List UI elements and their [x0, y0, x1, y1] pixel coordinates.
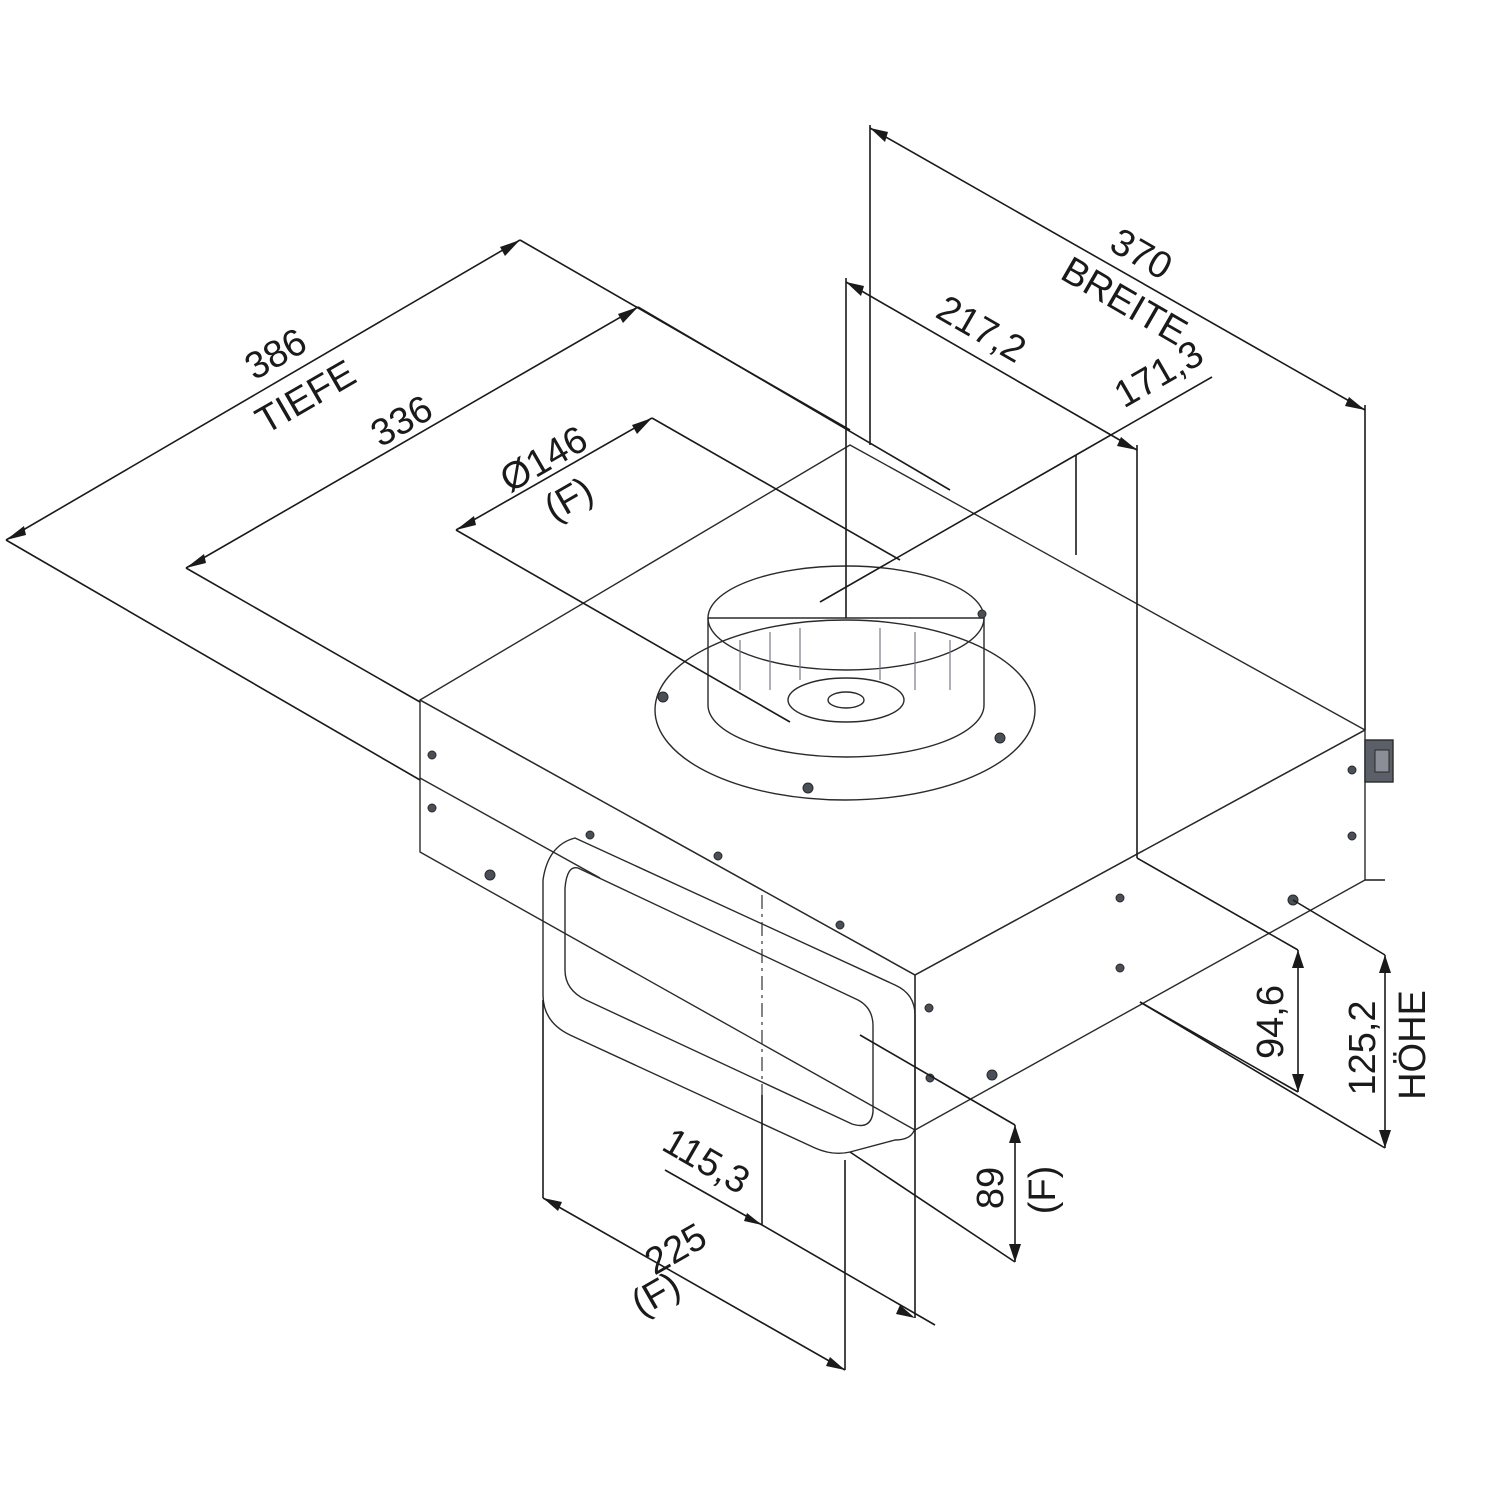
housing-seam — [419, 777, 601, 879]
round-outlet — [654, 565, 1036, 801]
dimension-lines — [5, 125, 1386, 1371]
housing-screws — [427, 750, 1357, 1083]
dim-336: 336 — [364, 388, 440, 456]
duct-inner-opening — [564, 866, 874, 1127]
dim-89: 89 — [970, 1167, 1012, 1209]
connector-block — [1364, 739, 1394, 783]
fan-hub — [787, 677, 905, 723]
duct-body — [542, 837, 916, 1155]
outlet-cylinder-wall — [707, 617, 985, 758]
dim-94: 94,6 — [1250, 985, 1292, 1059]
dim-115: 115,3 — [656, 1120, 757, 1203]
dim-217: 217,2 — [929, 288, 1032, 372]
housing-left-face — [419, 699, 916, 1131]
dimension-labels: 386 TIEFE 336 Ø146 (F) 370 BREITE 217,2 … — [238, 221, 1434, 1325]
fan-blades — [739, 628, 951, 690]
dim-hoehe-label: HÖHE — [1392, 990, 1434, 1100]
dim-225-tag: (F) — [624, 1264, 687, 1325]
fan-hub-center — [827, 691, 865, 709]
flat-duct-outlet — [542, 837, 916, 1155]
dim-89-tag: (F) — [1022, 1166, 1064, 1215]
flange-screws — [657, 609, 1006, 794]
dimension-arrows — [6, 128, 1391, 1370]
housing-box — [419, 444, 1394, 1131]
dim-hoehe-value: 125,2 — [1342, 1000, 1384, 1095]
mounting-flange — [654, 619, 1036, 801]
